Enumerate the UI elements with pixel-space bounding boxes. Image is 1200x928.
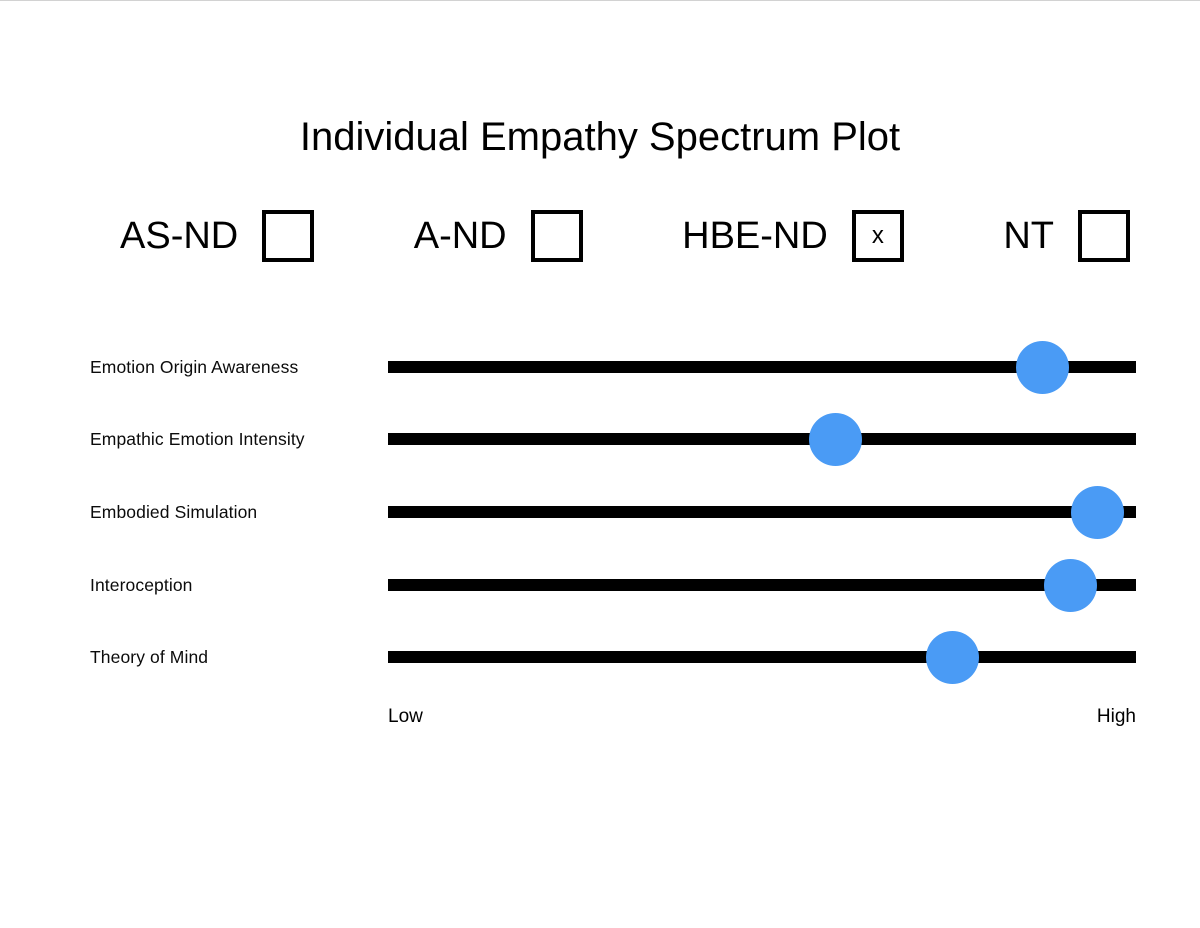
group-selector: AS-ND x A-ND x HBE-ND x NT x <box>120 201 1130 271</box>
spectrum-row-label: Emotion Origin Awareness <box>90 357 299 377</box>
spectrum-track[interactable] <box>388 506 1136 518</box>
spectrum-row: Emotion Origin Awareness <box>0 331 1200 404</box>
spectrum-track[interactable] <box>388 579 1136 591</box>
checkbox-a-nd[interactable]: x <box>530 210 583 262</box>
spectrum-row: Interoception <box>0 549 1200 622</box>
axis-label-high: High <box>1096 706 1136 727</box>
group-label-a-nd: A-ND <box>413 215 507 257</box>
spectrum-row: Empathic Emotion Intensity <box>0 403 1200 476</box>
spectrum-marker[interactable] <box>808 412 862 466</box>
spectrum-marker[interactable] <box>1016 340 1069 394</box>
group-option-nt[interactable]: NT x <box>1003 210 1130 262</box>
spectrum-track[interactable] <box>388 361 1136 373</box>
spectrum-row-label: Interoception <box>90 575 193 595</box>
spectrum-row-label: Empathic Emotion Intensity <box>90 429 305 449</box>
spectrum-row: Embodied Simulation <box>0 476 1200 549</box>
group-option-as-nd[interactable]: AS-ND x <box>120 210 315 262</box>
axis-labels: Low High <box>388 706 1136 736</box>
spectrum-row: Theory of Mind <box>0 621 1200 694</box>
checkbox-nt[interactable]: x <box>1077 210 1130 262</box>
group-option-hbe-nd[interactable]: HBE-ND x <box>682 210 904 262</box>
page-title: Individual Empathy Spectrum Plot <box>299 115 901 159</box>
spectrum-row-label: Theory of Mind <box>90 647 209 667</box>
group-label-nt: NT <box>1003 215 1054 257</box>
checkbox-hbe-nd[interactable]: x <box>851 210 904 262</box>
spectrum-track[interactable] <box>388 651 1136 663</box>
spectrum-marker[interactable] <box>926 630 980 684</box>
axis-label-low: Low <box>388 706 423 727</box>
checkbox-as-nd[interactable]: x <box>262 210 315 262</box>
group-label-hbe-nd: HBE-ND <box>682 215 828 257</box>
spectrum-track[interactable] <box>388 433 1136 445</box>
check-mark-icon: x <box>871 222 884 249</box>
group-option-a-nd[interactable]: A-ND x <box>414 210 583 262</box>
spectrum-marker[interactable] <box>1043 558 1097 612</box>
spectrum-row-label: Embodied Simulation <box>90 502 258 522</box>
spectrum-marker[interactable] <box>1070 485 1124 539</box>
group-label-as-nd: AS-ND <box>120 215 239 257</box>
